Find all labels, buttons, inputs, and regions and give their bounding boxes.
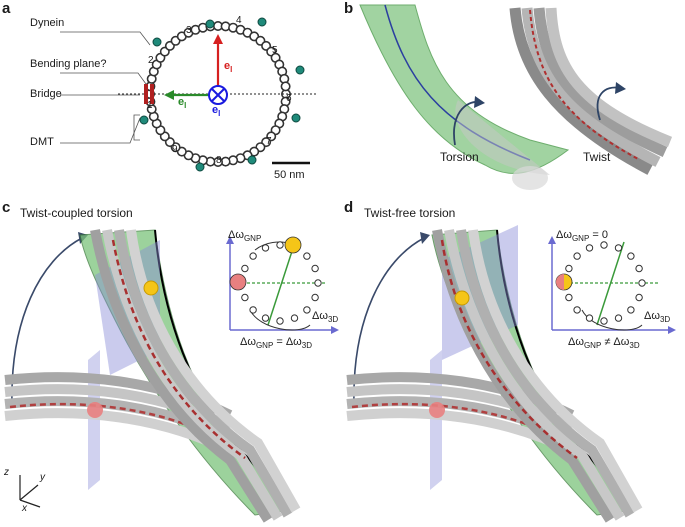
ring-bead	[585, 314, 594, 322]
d-relation-label: ΔωGNP ≠ Δω3D	[568, 336, 640, 351]
ring-bead	[249, 252, 257, 260]
ring-bead	[276, 241, 284, 249]
d-gold-marker	[454, 290, 470, 306]
ring-bead	[249, 306, 257, 314]
ring-bead	[614, 244, 623, 252]
ring-bead	[585, 244, 594, 252]
bridge-bar-right	[150, 84, 154, 104]
e-red-label: el	[224, 60, 233, 75]
dynein-icon	[139, 115, 149, 125]
ring-bead	[635, 293, 643, 302]
dynein-icon	[257, 17, 267, 27]
dynein-icon	[195, 162, 205, 172]
callout-bridge: Bridge	[30, 88, 62, 100]
ring-bead	[600, 317, 608, 325]
c-plane-lower	[88, 350, 100, 490]
doublet-2: 2	[148, 55, 154, 66]
axis-z-label: z	[4, 467, 9, 478]
panel-b-diagram	[359, 4, 673, 190]
panel-a-diagram	[60, 17, 318, 172]
c-relation-label: ΔωGNP = Δω3D	[240, 336, 312, 351]
c-inset-gold-marker	[284, 236, 302, 254]
bridge-bar-left	[144, 84, 148, 104]
ring-bead	[638, 279, 646, 287]
e-red-arrowhead	[213, 34, 223, 44]
d-inset-red-half	[556, 274, 564, 290]
ring-bead	[627, 252, 635, 260]
axis-x-label: x	[22, 503, 27, 514]
panel-c-label: c	[2, 199, 11, 216]
dynein-icon	[291, 113, 301, 123]
panel-c-title: Twist-coupled torsion	[20, 206, 133, 220]
axoneme-ring	[139, 17, 305, 172]
callout-dmt: DMT	[30, 136, 54, 148]
doublet-5: 5	[272, 45, 278, 56]
twist-bundle	[509, 7, 673, 175]
d-curved-tubes	[432, 229, 643, 523]
d-inset-ring	[562, 241, 646, 325]
doublet-4: 4	[236, 15, 242, 26]
doublet-8: 8	[216, 155, 222, 166]
ring-bead	[241, 293, 249, 302]
dynein-icon	[295, 65, 305, 75]
ring-bead	[627, 306, 635, 314]
twist-label: Twist	[583, 150, 611, 164]
callout-dynein: Dynein	[30, 17, 65, 29]
panel-c-diagram	[4, 229, 339, 523]
torsion-shadow	[455, 100, 550, 175]
ring-bead	[280, 81, 291, 92]
ring-bead	[614, 314, 623, 322]
ring-bead	[565, 293, 573, 302]
d-yaxis-label: ΔωGNP = 0	[556, 229, 608, 244]
ring-bead	[573, 252, 581, 260]
d-red-marker	[429, 402, 445, 418]
panel-d-diagram	[346, 225, 676, 523]
c-inset-red-marker	[229, 273, 247, 291]
c-curved-tubes	[90, 229, 301, 523]
panel-a-label: a	[2, 0, 11, 17]
c-gold-marker	[143, 280, 159, 296]
e-green-arrowhead	[164, 90, 174, 100]
scale-bar-label: 50 nm	[274, 169, 305, 181]
d-plane-lower	[430, 350, 442, 490]
ring-bead	[311, 293, 319, 302]
dynein-icon	[205, 19, 215, 29]
doublet-9: 9	[172, 144, 178, 155]
ring-bead	[573, 306, 581, 314]
e-blue-label: el	[212, 104, 221, 119]
dynein-icon	[152, 37, 162, 47]
d-xaxis-label: Δω3D	[644, 310, 671, 325]
e-green-label: el	[178, 96, 187, 111]
panel-b-label: b	[344, 0, 354, 17]
ring-bead	[261, 244, 270, 252]
dynein-icon	[247, 155, 257, 165]
panel-d-label: d	[344, 199, 354, 216]
ring-bead	[303, 306, 311, 314]
panel-d-title: Twist-free torsion	[364, 206, 456, 220]
axis-y-label: y	[40, 472, 45, 483]
ring-bead	[261, 314, 270, 322]
ring-bead	[290, 314, 299, 322]
doublet-3: 3	[186, 25, 192, 36]
ring-bead	[276, 317, 284, 325]
doublet-1: 1	[147, 100, 153, 111]
c-xaxis-label: Δω3D	[312, 310, 339, 325]
ring-bead	[241, 264, 249, 273]
ring-bead	[311, 264, 319, 273]
torsion-label: Torsion	[440, 150, 479, 164]
d-inset-plot	[548, 236, 676, 334]
c-yaxis-label: ΔωGNP	[228, 229, 262, 244]
ring-bead	[565, 264, 573, 273]
callout-bending-plane: Bending plane?	[30, 58, 107, 70]
ring-bead	[314, 279, 322, 287]
c-red-marker	[87, 402, 103, 418]
doublet-7: 7	[266, 136, 272, 147]
ring-bead	[303, 252, 311, 260]
doublet-6: 6	[286, 93, 292, 104]
ring-bead	[635, 264, 643, 273]
ring-bead	[600, 241, 608, 249]
